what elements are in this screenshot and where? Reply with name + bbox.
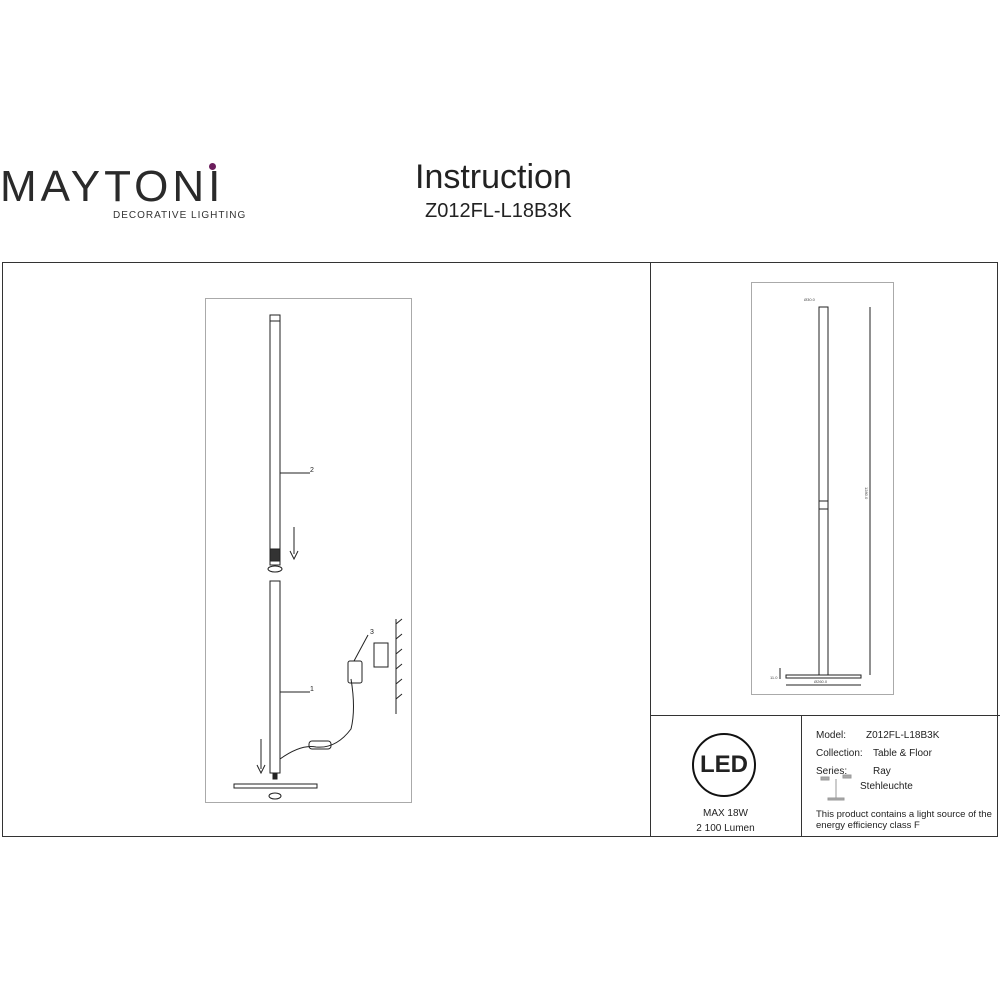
- max-power: MAX 18W: [702, 808, 748, 819]
- collection-value: Table & Floor: [873, 748, 932, 759]
- energy-line-2: energy efficiency class F: [816, 820, 920, 831]
- lumen: 2 100 Lumen: [696, 823, 755, 834]
- assembly-drawing: [233, 314, 403, 800]
- dimension-base: Ø260.0: [814, 679, 828, 684]
- lamp-icon: [820, 774, 852, 801]
- logo-dot: [209, 163, 216, 170]
- dimension-diagram: Ø30.0 1280.0 Ø260.0 11.0: [751, 282, 894, 695]
- divider: [650, 262, 651, 837]
- series-value: Ray: [873, 766, 891, 777]
- energy-line-1: This product contains a light source of …: [816, 809, 992, 820]
- dimension-base-height: 11.0: [770, 675, 778, 680]
- model-value: Z012FL-L18B3K: [866, 730, 940, 741]
- brand-tagline: DECORATIVE LIGHTING: [113, 210, 247, 221]
- divider: [801, 715, 802, 837]
- callout-1: 1: [310, 686, 314, 693]
- page-title: Instruction: [415, 158, 572, 196]
- assembly-diagram: 2 1 3: [205, 298, 412, 803]
- model-label: Model:: [816, 730, 847, 741]
- divider: [650, 715, 1000, 716]
- dimension-top: Ø30.0: [804, 297, 815, 302]
- model-number: Z012FL-L18B3K: [425, 200, 572, 222]
- dimension-drawing: [779, 306, 871, 686]
- led-badge: LED: [692, 733, 756, 797]
- product-type: Stehleuchte: [860, 781, 913, 792]
- callout-3: 3: [370, 629, 374, 636]
- instruction-frame: [2, 262, 998, 837]
- series-label: Series:: [816, 766, 848, 777]
- callout-2: 2: [310, 467, 314, 474]
- collection-label: Collection:: [816, 748, 863, 759]
- brand-logo: MAYTONI: [0, 162, 225, 211]
- dimension-height: 1280.0: [864, 487, 869, 500]
